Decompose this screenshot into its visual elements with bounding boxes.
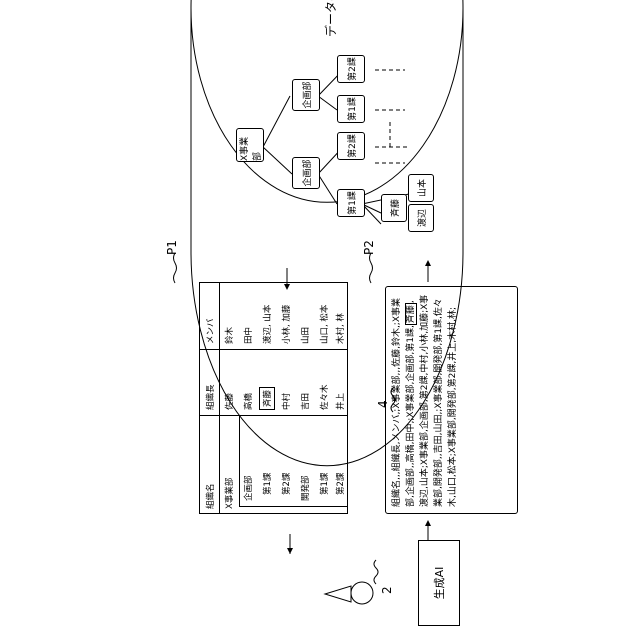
- p1-label: P1: [165, 240, 179, 255]
- row-name: 第2課: [334, 473, 346, 495]
- row-members: 木村, 林: [334, 313, 346, 344]
- tree-node-person: 渡辺: [408, 204, 434, 232]
- p2-text-before: 組織名,,,組織長,メンバ,;X事業部,,,佐藤,鈴木,;X事業部,企画部,,高…: [392, 298, 416, 507]
- arrow-head-db: [425, 260, 431, 266]
- row-head: 吉田: [299, 393, 311, 410]
- dept-group-box: [239, 415, 348, 507]
- row-members: 小林, 加藤: [280, 305, 292, 344]
- tree-node-section: 第1課: [337, 189, 365, 217]
- row-name: 開発部: [299, 475, 311, 501]
- tree-node-person-head: 斉藤: [381, 194, 407, 222]
- tree-node-section: 第2課: [337, 55, 365, 83]
- row-head: 中村: [280, 393, 292, 410]
- row-name: 第1課: [261, 473, 273, 495]
- p2-highlight: 斉藤: [405, 303, 417, 325]
- tree-node-section: 第2課: [337, 132, 365, 160]
- header-members: メンバ: [204, 318, 216, 344]
- tree-node-dept-lower: 企画部: [292, 157, 320, 189]
- generative-ai-box: 生成AI: [418, 540, 460, 626]
- row-head-highlight: 斉藤: [259, 387, 275, 410]
- row-members: 田中: [242, 327, 254, 344]
- row-head: 佐々木: [318, 384, 330, 410]
- tree-node-root: X事業部: [236, 128, 264, 162]
- row-head: 井上: [334, 393, 346, 410]
- ref-line-2: [374, 560, 378, 584]
- arrow-head-user: [287, 548, 293, 554]
- db-label: データベース: [322, 0, 339, 37]
- header-head: 組織長: [204, 384, 216, 410]
- row-members: 渡辺, 山本: [261, 305, 273, 344]
- row-head: 佐藤: [223, 393, 235, 410]
- p2-label: P2: [362, 240, 376, 255]
- serialized-text-p2: 組織名,,,組織長,メンバ,;X事業部,,,佐藤,鈴木,;X事業部,企画部,,高…: [385, 286, 518, 514]
- tree-dashed-lines: [375, 70, 410, 163]
- ref-line-p2: [370, 253, 373, 283]
- user-ref-number: 2: [380, 586, 394, 594]
- user-body-shape: [325, 586, 351, 602]
- row-name: 企画部: [242, 475, 254, 501]
- arrow-head-text: [425, 520, 431, 526]
- tree-node-section: 第1課: [337, 95, 365, 123]
- tree-node-person: 山本: [408, 174, 434, 202]
- row-members: 山田: [299, 327, 311, 344]
- row-members: 鈴木: [223, 327, 235, 344]
- ref-line-p1: [174, 253, 177, 283]
- org-table-p1: 組織名 組織長 メンバ X事業部 佐藤 鈴木 企画部 高橋 田中 第1課 斉藤 …: [199, 282, 348, 514]
- tree-node-dept-upper: 企画部: [292, 79, 320, 111]
- row-name: X事業部: [223, 478, 235, 509]
- header-org-name: 組織名: [204, 483, 216, 509]
- row-head: 高橋: [242, 393, 254, 410]
- row-name: 第1課: [318, 473, 330, 495]
- user-head-shape: [351, 582, 373, 604]
- row-members: 山口, 松本: [318, 305, 330, 344]
- row-name: 第2課: [280, 473, 292, 495]
